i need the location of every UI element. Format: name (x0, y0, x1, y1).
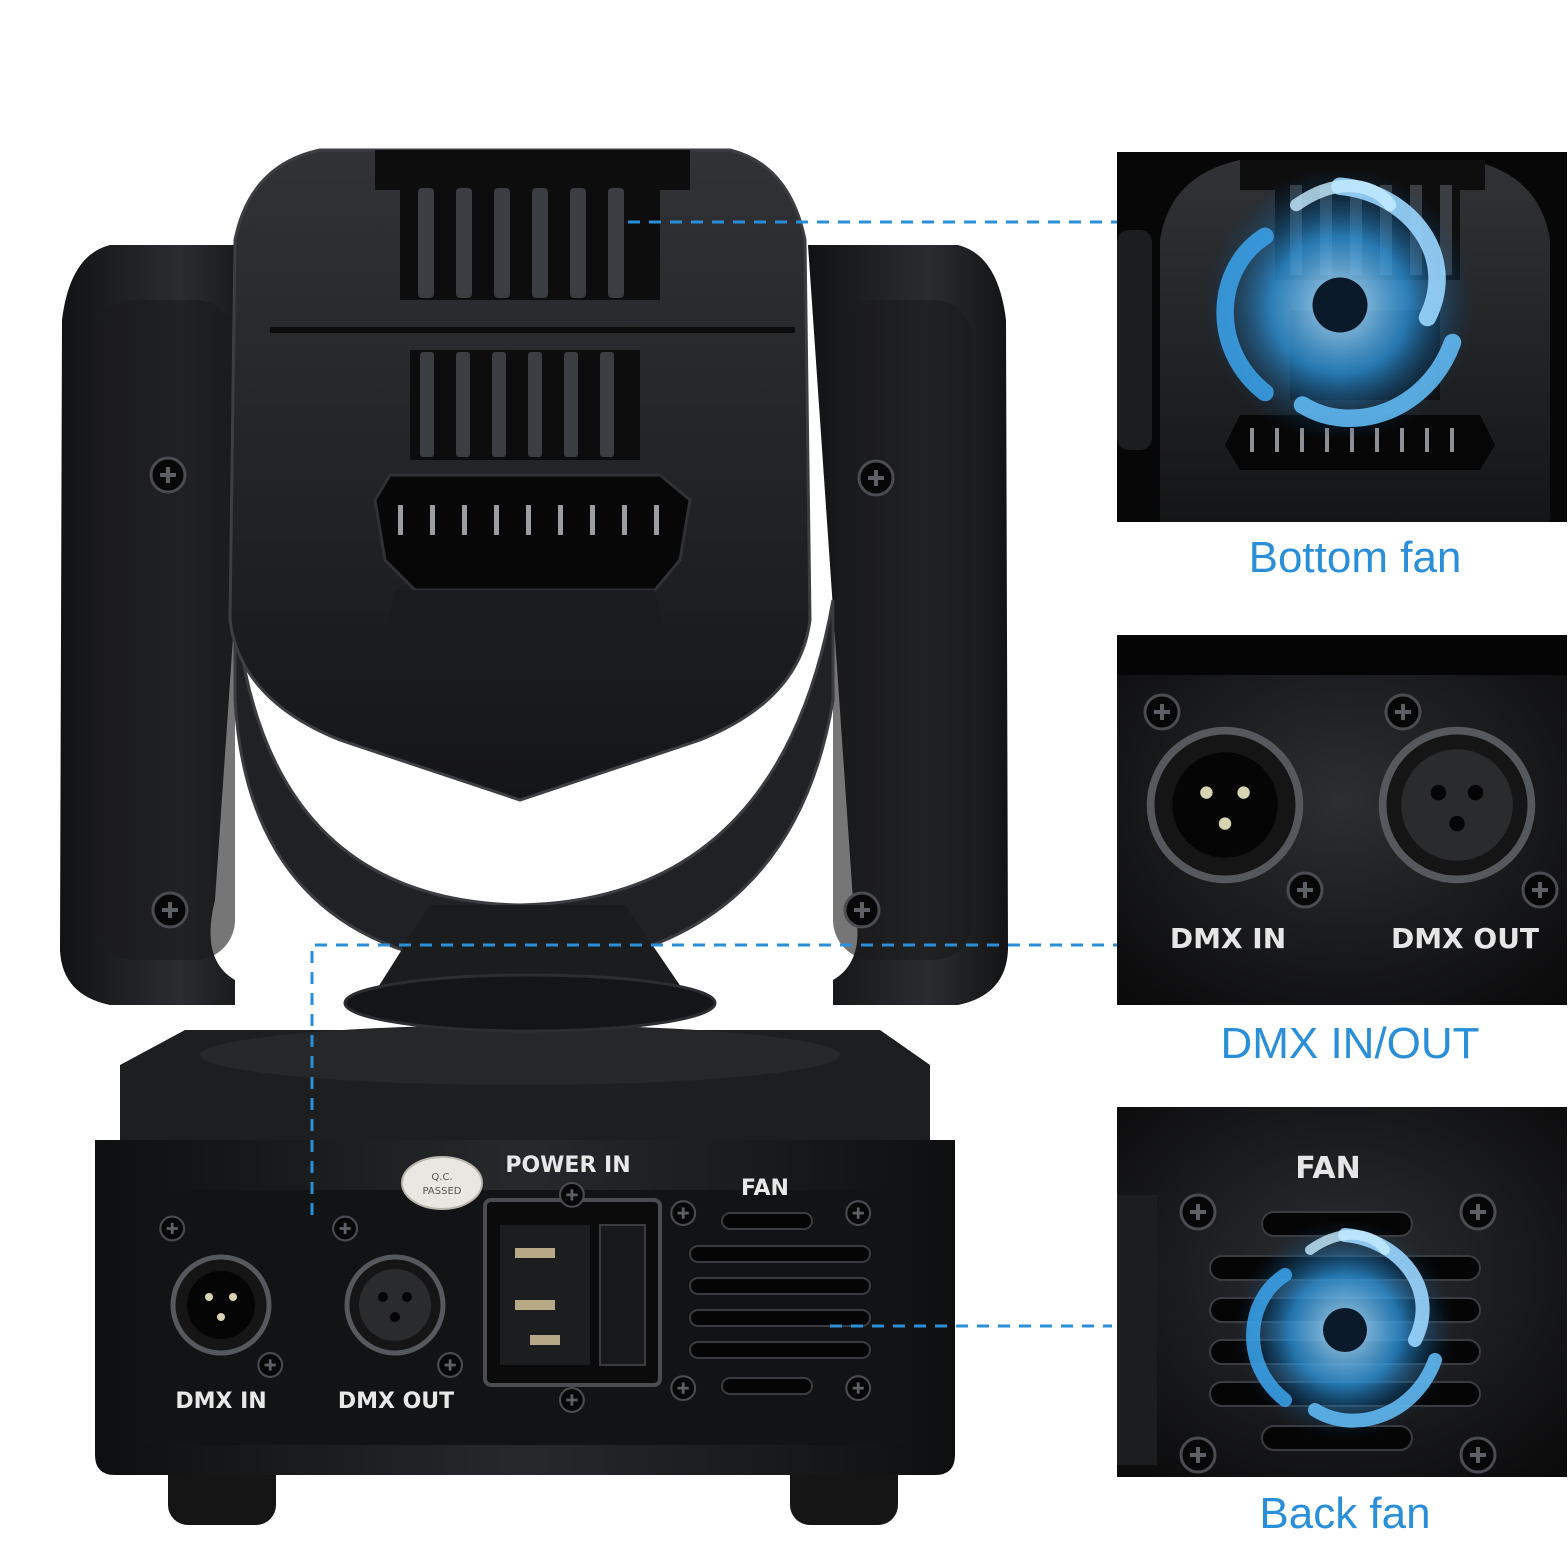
dmx-in-connector (173, 1257, 269, 1353)
label-fan: FAN (741, 1176, 789, 1201)
panel-back-fan (1117, 1107, 1567, 1477)
svg-text:Q.C.: Q.C. (431, 1172, 452, 1183)
label-power-in: POWER IN (505, 1153, 630, 1178)
callout-lines (310, 220, 1118, 1328)
label-dmx-in: DMX IN (175, 1389, 266, 1414)
panel-dmx-label-out: DMX OUT (1391, 922, 1539, 955)
power-inlet (483, 1198, 662, 1387)
svg-text:PASSED: PASSED (423, 1186, 462, 1197)
panel-dmx-label-in: DMX IN (1170, 922, 1286, 955)
dmx-out-connector (347, 1257, 443, 1353)
label-dmx-out: DMX OUT (338, 1389, 454, 1414)
caption-bottom-fan: Bottom fan (1249, 533, 1462, 582)
qc-sticker: Q.C. PASSED (401, 1156, 483, 1210)
bottom-fan-swirl-icon (1203, 168, 1478, 443)
dmx-in-zoom-connector (1151, 731, 1300, 880)
dmx-out-zoom-connector (1383, 731, 1532, 880)
back-fan-swirl-icon (1235, 1220, 1455, 1440)
panel-back-fan-label: FAN (1295, 1151, 1360, 1186)
rear-fan-vent (689, 1212, 871, 1395)
moving-head-light: Q.C. PASSED (60, 148, 1008, 1525)
caption-dmx: DMX IN/OUT (1220, 1019, 1479, 1068)
caption-back-fan: Back fan (1259, 1489, 1430, 1538)
callout-line-dmx (310, 943, 1118, 1215)
panel-dmx (1117, 635, 1567, 1005)
panel-bottom-fan (1117, 152, 1567, 522)
